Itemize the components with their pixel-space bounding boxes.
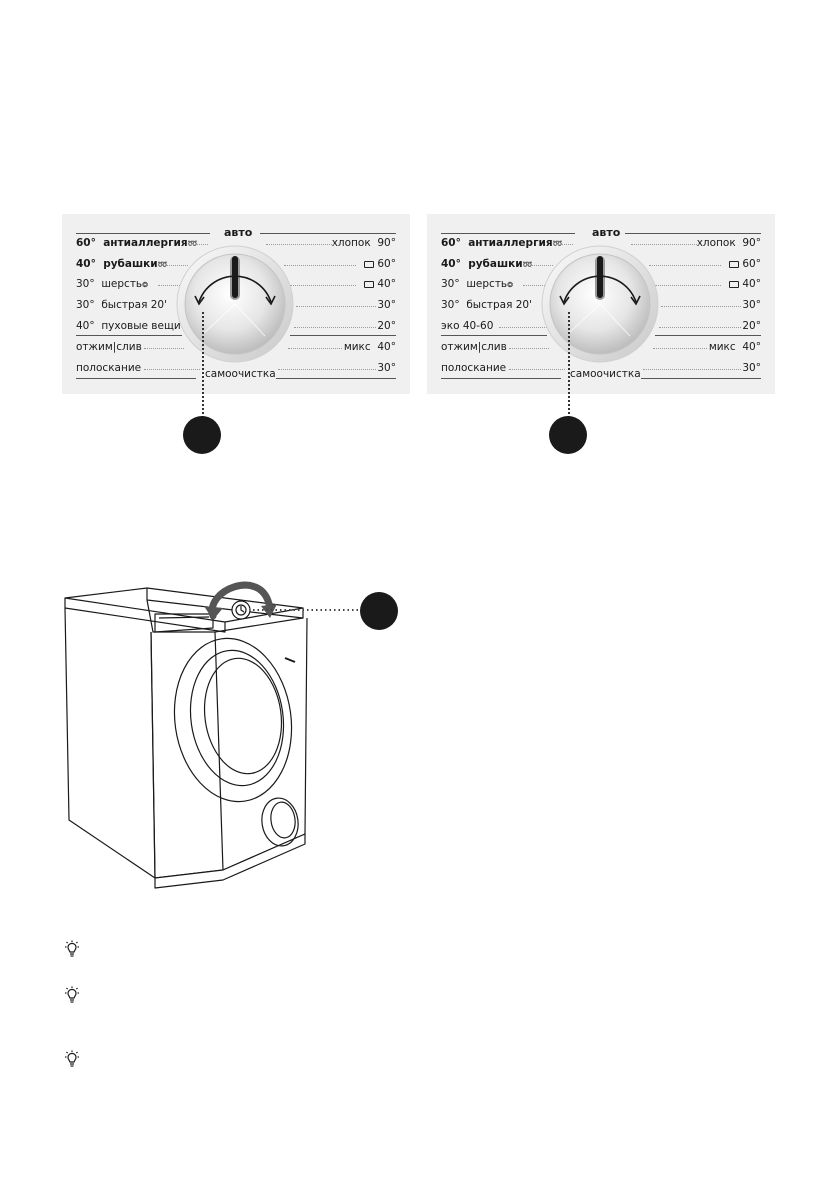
dotted-leader <box>649 265 721 266</box>
dotted-leader <box>631 244 699 245</box>
dotted-leader <box>661 306 741 307</box>
steam-icon: ➿ <box>552 239 563 248</box>
program-row: 40° <box>729 277 761 291</box>
callout-badge <box>549 416 587 454</box>
dotted-leader <box>288 348 342 349</box>
program-row: 30° <box>742 362 761 374</box>
program-selector-knob[interactable] <box>540 244 660 364</box>
callout-badge <box>360 592 398 630</box>
short-cycle-icon <box>729 260 740 268</box>
program-row: отжим|слив <box>441 341 507 353</box>
program-row: 20° <box>742 320 761 332</box>
short-cycle-icon <box>729 280 740 288</box>
program-row: 30° быстрая 20' <box>441 299 532 311</box>
divider <box>441 378 561 379</box>
wool-icon: ❂ <box>142 281 148 289</box>
divider <box>441 233 575 234</box>
callout-badge <box>183 416 221 454</box>
auto-label: авто <box>592 226 621 239</box>
program-row: 60° <box>364 257 396 271</box>
program-panel-right: авто 60° антиаллергия➿ 40° рубашки➿ 30° … <box>427 214 775 394</box>
program-row: 40° рубашки➿ <box>76 258 168 270</box>
steam-icon: ➿ <box>522 260 533 269</box>
program-row: эко 40-60 <box>441 320 494 332</box>
dotted-leader <box>653 348 707 349</box>
program-row: 40° рубашки➿ <box>441 258 533 270</box>
divider <box>260 233 396 234</box>
program-row: 30° шерсть❂ <box>441 278 513 290</box>
program-row: полоскание <box>76 362 142 374</box>
dotted-leader <box>166 265 188 266</box>
program-row: 30° <box>377 362 396 374</box>
divider <box>655 335 761 336</box>
dotted-leader <box>523 285 545 286</box>
program-row: 60° <box>729 257 761 271</box>
divider <box>625 233 761 234</box>
divider <box>641 378 761 379</box>
dotted-leader <box>499 327 549 328</box>
program-row: 40° <box>364 277 396 291</box>
program-row: 30° шерсть❂ <box>76 278 148 290</box>
dotted-leader <box>144 348 184 349</box>
divider <box>76 335 182 336</box>
short-cycle-icon <box>364 280 375 288</box>
dotted-leader <box>655 285 721 286</box>
steam-icon: ➿ <box>187 239 198 248</box>
divider <box>276 378 396 379</box>
lightbulb-icon <box>65 1050 79 1067</box>
program-row: микс 40° <box>708 341 761 353</box>
program-selector-knob[interactable] <box>175 244 295 364</box>
short-cycle-icon <box>364 260 375 268</box>
callout-leader <box>568 312 570 418</box>
divider <box>441 335 547 336</box>
dotted-leader <box>509 369 565 370</box>
dotted-leader <box>266 244 334 245</box>
dotted-leader <box>278 369 376 370</box>
dotted-leader <box>659 327 741 328</box>
program-row: 30° <box>377 299 396 311</box>
program-row: 60° антиаллергия➿ <box>441 237 563 249</box>
dotted-leader <box>188 244 208 245</box>
dotted-leader <box>531 265 553 266</box>
program-row: хлопок 90° <box>331 237 396 249</box>
wool-icon: ❂ <box>507 281 513 289</box>
self-clean-label: самоочистка <box>205 368 276 380</box>
dotted-leader <box>553 244 573 245</box>
auto-label: авто <box>224 226 253 239</box>
lightbulb-icon <box>65 986 79 1003</box>
program-panel-left: авто 60° антиаллергия➿ 40° рубашки➿ 30° … <box>62 214 410 394</box>
washing-machine-illustration <box>64 581 360 889</box>
dotted-leader <box>290 285 356 286</box>
callout-leader <box>202 312 204 418</box>
program-row: 30° <box>742 299 761 311</box>
program-row: 20° <box>377 320 396 332</box>
divider <box>76 233 210 234</box>
dotted-leader <box>643 369 741 370</box>
program-row: 30° быстрая 20' <box>76 299 167 311</box>
program-row: 40° пуховые вещи <box>76 320 181 332</box>
steam-icon: ➿ <box>157 260 168 269</box>
dotted-leader <box>296 306 376 307</box>
dotted-leader <box>509 348 549 349</box>
program-row: полоскание <box>441 362 507 374</box>
self-clean-label: самоочистка <box>570 368 641 380</box>
divider <box>290 335 396 336</box>
lightbulb-icon <box>65 940 79 957</box>
divider <box>76 378 196 379</box>
dotted-leader <box>284 265 356 266</box>
dotted-leader <box>158 285 180 286</box>
program-row: отжим|слив <box>76 341 142 353</box>
program-row: 60° антиаллергия➿ <box>76 237 198 249</box>
dotted-leader <box>144 369 200 370</box>
program-row: микс 40° <box>343 341 396 353</box>
dotted-leader <box>294 327 376 328</box>
program-row: хлопок 90° <box>696 237 761 249</box>
